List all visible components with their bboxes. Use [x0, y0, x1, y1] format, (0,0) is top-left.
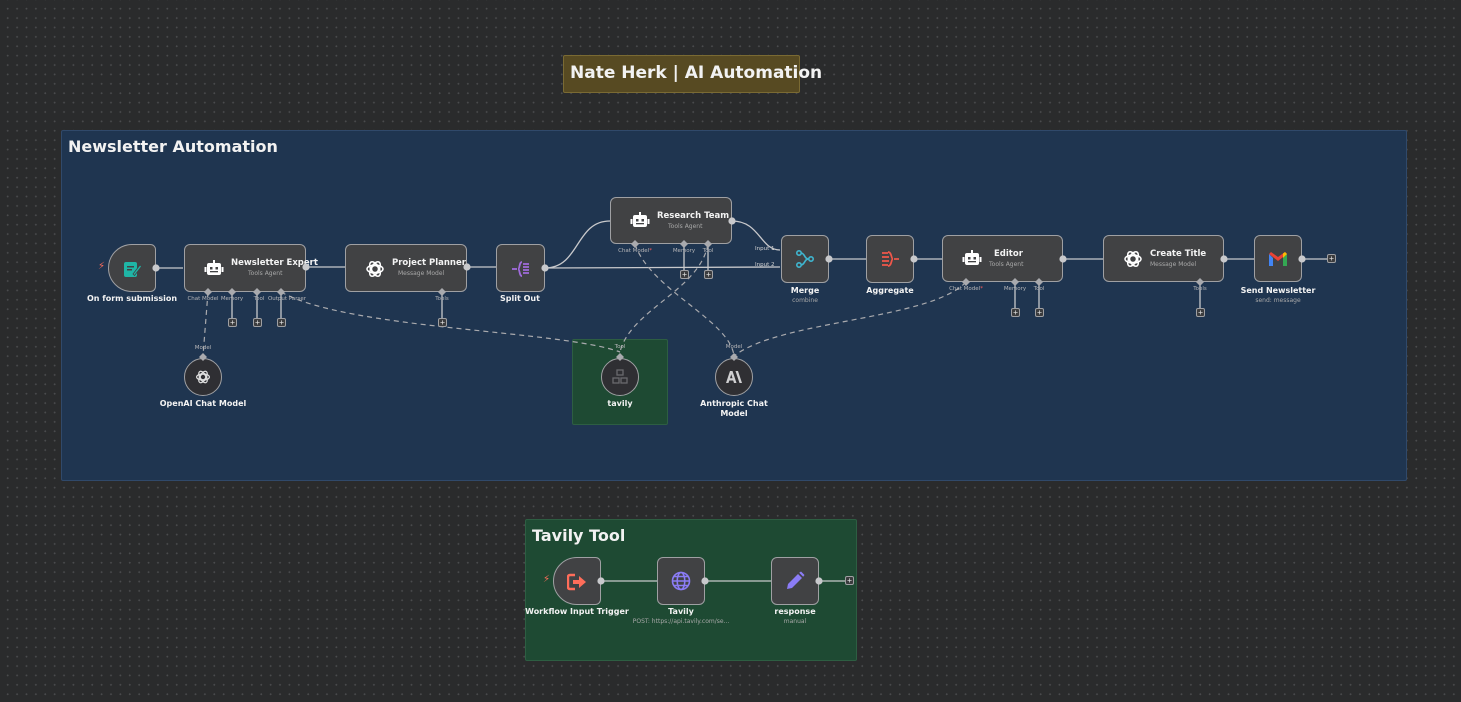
add-node-button[interactable]: + [845, 576, 854, 585]
add-tool-button[interactable]: + [1035, 308, 1044, 317]
node-label: OpenAI Chat Model [159, 399, 247, 408]
node-label: Tavily [668, 607, 694, 616]
node-title: Create Title [1150, 249, 1207, 259]
node-anthropic-chat-model[interactable] [715, 358, 753, 396]
node-title: Research Team [657, 211, 730, 221]
anthropic-icon [724, 368, 744, 386]
add-output-parser-button[interactable]: + [277, 318, 286, 327]
port-label-tool: Tool [702, 248, 714, 254]
gmail-icon [1267, 248, 1289, 270]
node-subtitle: Tools Agent [989, 261, 1024, 268]
openai-icon [364, 258, 386, 280]
aggregate-icon [879, 248, 901, 270]
tool-workflow-icon [611, 368, 629, 386]
port-label-memory: Memory [220, 296, 244, 302]
port-label-output-parser: Output Parser [267, 296, 307, 302]
node-subtitle: manual [783, 618, 807, 625]
node-editor[interactable]: Editor Tools Agent [942, 235, 1063, 282]
port-label-chat-model: Chat Model* [949, 286, 983, 292]
node-subtitle: Message Model [398, 270, 445, 277]
port-label-memory: Memory [672, 248, 696, 254]
node-research-team[interactable]: Research Team Tools Agent [610, 197, 732, 244]
port-label-tool: Tool [614, 344, 626, 350]
node-create-title[interactable]: Create Title Message Model [1103, 235, 1224, 282]
robot-icon [629, 211, 651, 231]
node-subtitle: Tools Agent [668, 223, 703, 230]
port-label-chat-model: Chat Model* [618, 248, 652, 254]
node-openai-chat-model[interactable] [184, 358, 222, 396]
port-label-model: Model [194, 345, 212, 351]
node-title: Editor [994, 249, 1023, 259]
merge-icon [794, 248, 816, 270]
node-subtitle: combine [792, 297, 818, 304]
node-label: tavily [607, 399, 633, 408]
node-subtitle: POST: https://api.tavily.com/se... [632, 618, 730, 625]
robot-icon [203, 259, 225, 279]
port-label-tools: Tools [1193, 286, 1207, 292]
openai-icon [1122, 248, 1144, 270]
port-label-tool: Tool [253, 296, 265, 302]
openai-icon [193, 367, 213, 387]
pencil-icon [784, 570, 806, 592]
node-label: Workflow Input Trigger [525, 607, 629, 616]
add-memory-button[interactable]: + [228, 318, 237, 327]
port-label-model: Model [725, 344, 743, 350]
sticky-title-newsletter-automation: Newsletter Automation [68, 137, 278, 156]
node-workflow-input-trigger[interactable] [553, 557, 601, 605]
node-title: Newsletter Expert [231, 258, 318, 268]
node-tavily-http-request[interactable] [657, 557, 705, 605]
add-tool-button[interactable]: + [253, 318, 262, 327]
node-subtitle: Message Model [1150, 261, 1197, 268]
node-label: Merge [790, 286, 820, 295]
robot-icon [961, 249, 983, 269]
node-on-form-submission[interactable] [108, 244, 156, 292]
node-label: On form submission [86, 294, 178, 303]
node-label: Split Out [500, 294, 540, 303]
port-label-memory: Memory [1003, 286, 1027, 292]
node-aggregate[interactable] [866, 235, 914, 283]
node-label: response [774, 607, 816, 616]
input-label-1: Input 1 [755, 246, 775, 252]
node-merge[interactable] [781, 235, 829, 283]
node-send-newsletter[interactable] [1254, 235, 1302, 282]
node-label: Send Newsletter [1240, 286, 1316, 295]
trigger-bolt-icon: ⚡ [98, 261, 106, 272]
node-split-out[interactable] [496, 244, 545, 292]
node-label: Aggregate [866, 286, 914, 295]
port-label-tool: Tool [1033, 286, 1045, 292]
sticky-note-newsletter-automation[interactable]: Newsletter Automation [61, 130, 1407, 481]
add-tools-button[interactable]: + [1196, 308, 1205, 317]
trigger-bolt-icon: ⚡ [543, 574, 551, 585]
split-out-icon [510, 258, 532, 280]
add-node-button[interactable]: + [1327, 254, 1336, 263]
node-subtitle: Tools Agent [248, 270, 283, 277]
sticky-title-tavily-tool: Tavily Tool [532, 526, 626, 545]
globe-icon [670, 570, 692, 592]
node-project-planner[interactable]: Project Planner Message Model [345, 244, 467, 292]
exit-arrow-icon [566, 571, 588, 593]
add-memory-button[interactable]: + [680, 270, 689, 279]
add-memory-button[interactable]: + [1011, 308, 1020, 317]
sticky-title-brand: Nate Herk | AI Automation [570, 63, 823, 83]
node-tavily[interactable] [601, 358, 639, 396]
sticky-note-brand[interactable]: Nate Herk | AI Automation [563, 55, 822, 93]
node-response[interactable] [771, 557, 819, 605]
node-title: Project Planner [392, 258, 466, 268]
add-tools-button[interactable]: + [438, 318, 447, 327]
port-label-chat-model: Chat Model [187, 296, 219, 302]
add-tool-button[interactable]: + [704, 270, 713, 279]
input-label-2: Input 2 [755, 262, 775, 268]
node-subtitle: send: message [1255, 297, 1301, 304]
port-label-tools: Tools [435, 296, 449, 302]
node-newsletter-expert[interactable]: Newsletter Expert Tools Agent [184, 244, 318, 292]
form-icon [121, 258, 143, 280]
